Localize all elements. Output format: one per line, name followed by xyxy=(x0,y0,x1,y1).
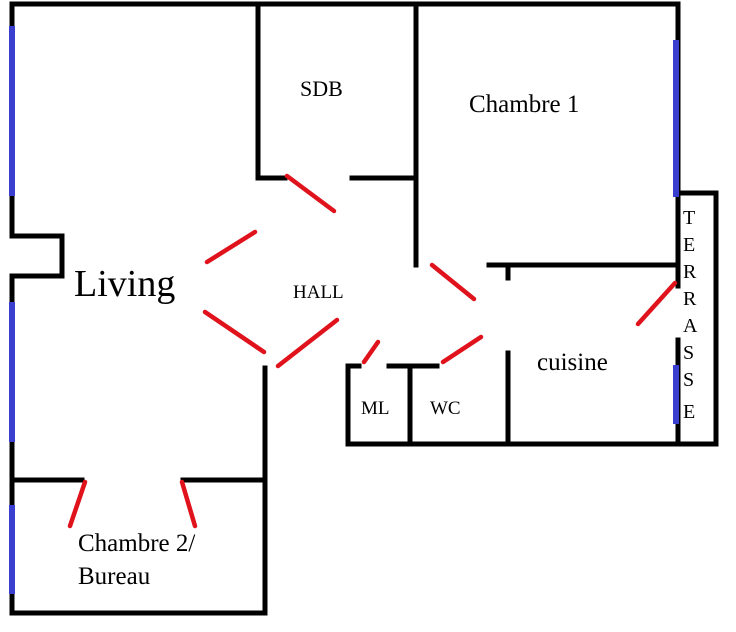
label-chambre2-line1: Chambre 2/ xyxy=(78,530,195,557)
label-cuisine: cuisine xyxy=(537,349,608,376)
label-living: Living xyxy=(74,263,175,305)
door-living-upper xyxy=(204,229,258,265)
doors xyxy=(67,173,678,529)
terrasse-letter: S xyxy=(683,369,694,391)
door-chambre2-right xyxy=(179,479,198,529)
windows xyxy=(9,26,679,594)
label-sdb: SDB xyxy=(300,76,343,101)
terrasse-letter: A xyxy=(683,315,698,337)
label-wc: WC xyxy=(430,398,461,419)
room-labels: Living SDB Chambre 1 HALL cuisine ML WC … xyxy=(74,76,608,590)
terrasse-letter: T xyxy=(683,207,695,229)
label-terrasse: T E R R A S S E xyxy=(683,207,698,423)
label-chambre1: Chambre 1 xyxy=(469,91,579,118)
terrasse-letter: E xyxy=(683,401,695,423)
terrasse-letter: R xyxy=(683,288,697,310)
door-living-lower xyxy=(202,309,267,355)
door-terrasse xyxy=(635,280,678,327)
walls xyxy=(9,1,719,616)
terrasse-letter: E xyxy=(683,234,695,256)
door-wc xyxy=(440,334,484,365)
terrasse-letter: R xyxy=(683,261,697,283)
label-hall: HALL xyxy=(293,282,344,303)
door-chambre2-left xyxy=(67,479,88,529)
label-ml: ML xyxy=(361,398,390,419)
door-ml xyxy=(361,339,381,365)
door-hall-lower xyxy=(275,317,340,369)
door-sdb xyxy=(284,173,337,214)
label-chambre2-line2: Bureau xyxy=(78,563,151,590)
terrasse-letter: S xyxy=(683,342,694,364)
door-chambre1 xyxy=(429,262,477,302)
